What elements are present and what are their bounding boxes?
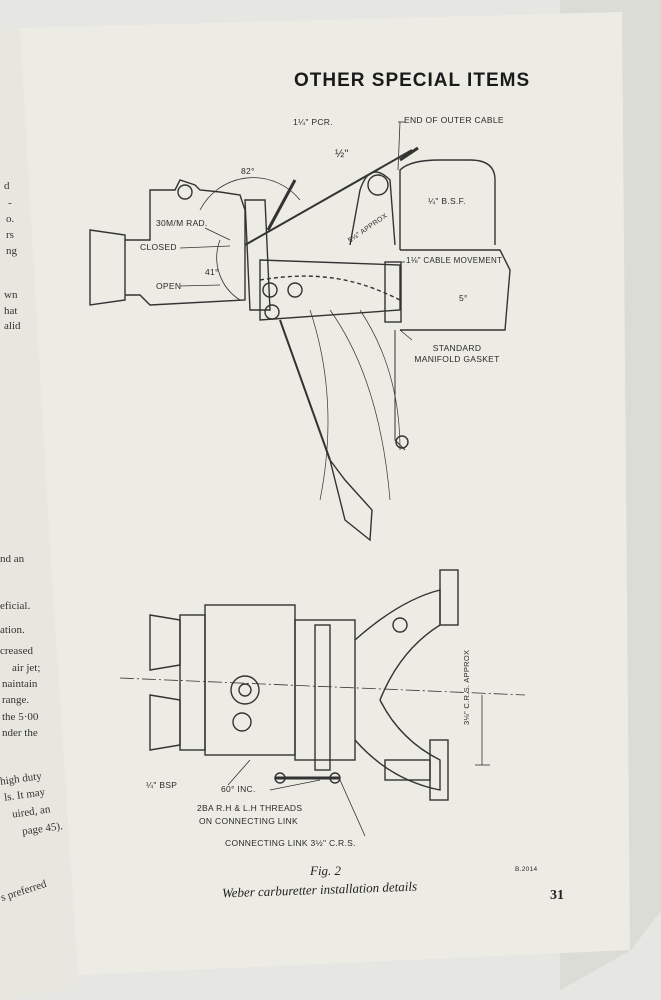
- text-fragment: -: [8, 197, 12, 209]
- text-fragment: ation.: [0, 624, 25, 636]
- label-half-inch: ½": [335, 148, 349, 160]
- label-threads: 2BA R.H & L.H THREADS: [197, 803, 303, 813]
- text-fragment: air jet;: [12, 662, 41, 674]
- text-fragment: hat: [4, 305, 18, 317]
- label-angle-41: 41°: [205, 267, 219, 277]
- text-fragment: naintain: [2, 678, 38, 690]
- figure-number: Fig. 2: [310, 863, 342, 878]
- text-fragment: the 5·00: [2, 711, 39, 723]
- label-closed: CLOSED: [140, 242, 177, 252]
- text-fragment: rs: [6, 229, 14, 241]
- label-open: OPEN: [156, 281, 182, 291]
- leader-lines: [179, 121, 413, 837]
- page-number: 31: [550, 888, 564, 903]
- label-rad: 30M/M RAD.: [156, 218, 208, 228]
- text-fragment: wn: [4, 289, 18, 301]
- text-fragment: ng: [6, 245, 17, 257]
- text-fragment: d: [4, 180, 10, 192]
- text-fragment: o.: [6, 213, 15, 225]
- label-connecting-link: CONNECTING LINK 3½" C.R.S.: [225, 838, 356, 848]
- label-inc: 60° INC.: [221, 784, 256, 794]
- label-cable-movement: 1⅛" CABLE MOVEMENT: [406, 256, 503, 265]
- text-fragment: nder the: [2, 727, 38, 739]
- figure-reference: B.2014: [515, 866, 538, 873]
- top-view-drawing: [89, 146, 511, 542]
- page-heading: OTHER SPECIAL ITEMS: [294, 70, 531, 91]
- text-fragment: eficial.: [0, 600, 31, 612]
- text-fragment: range.: [2, 694, 30, 706]
- text-fragment: nd an: [0, 553, 25, 565]
- label-bsp: ¼" BSP: [146, 780, 178, 790]
- bottom-view-drawing: [119, 569, 526, 801]
- label-angle-5: 5°: [459, 293, 468, 303]
- text-fragment: alid: [4, 320, 21, 332]
- label-crs-approx: 3⅛" C.R.S. APPROX: [462, 649, 471, 725]
- label-end-outer-cable: END OF OUTER CABLE: [404, 115, 504, 125]
- text-fragment: creased: [0, 645, 33, 657]
- label-bsf: ¼" B.S.F.: [428, 196, 466, 206]
- label-angle-82: 82°: [241, 166, 255, 176]
- label-threads-2: ON CONNECTING LINK: [199, 816, 298, 826]
- label-pcr: 1¼" PCR.: [293, 117, 333, 127]
- label-gasket: STANDARD MANIFOLD GASKET: [414, 343, 500, 364]
